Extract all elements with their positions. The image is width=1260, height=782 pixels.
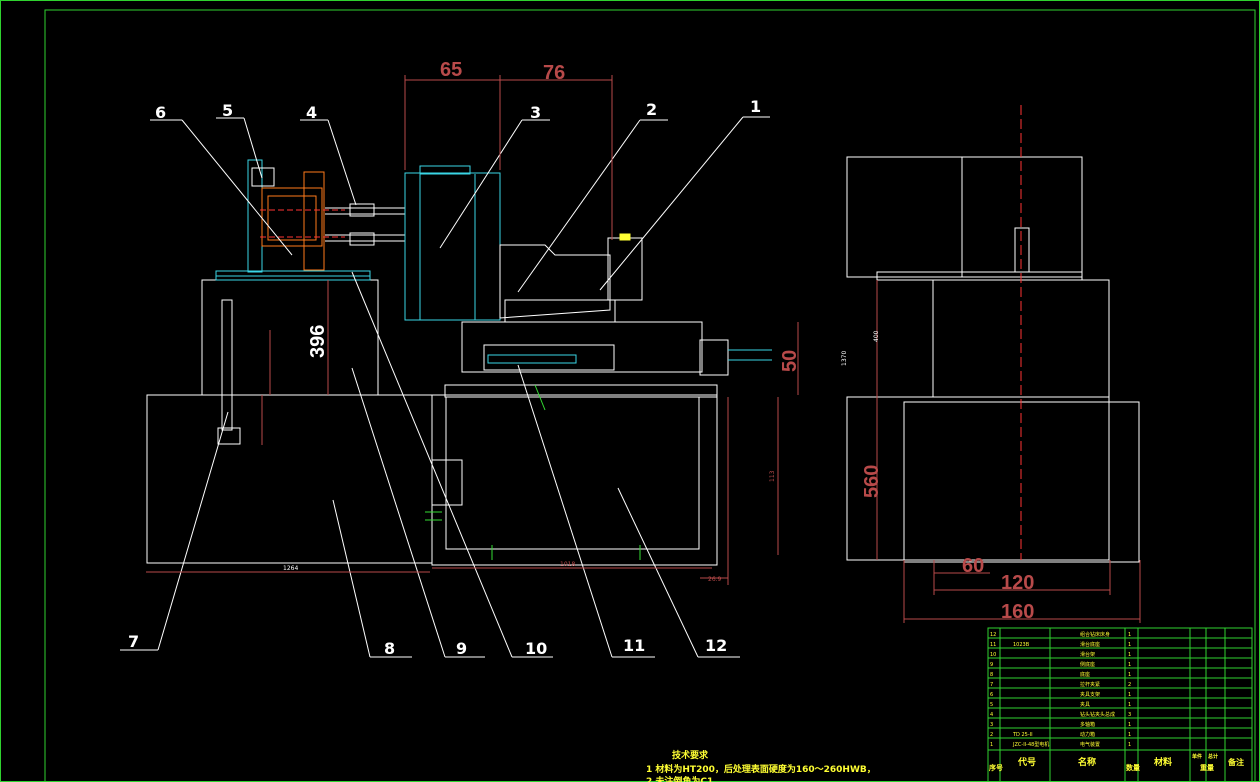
tech-requirements-title: 技术要求: [672, 751, 709, 761]
bom-row-name: 滑台架: [1080, 651, 1095, 658]
bom-row-no: 11: [990, 642, 996, 648]
bom-row-no: 1: [990, 742, 993, 748]
bom-header-weight: 重量: [1200, 763, 1214, 772]
side-small-text: 400 1370: [841, 330, 880, 366]
drawing-border-inner: [44, 9, 1256, 782]
bom-row-name: 拉杆夹紧: [1080, 681, 1100, 688]
bom-row-qty: 1: [1128, 702, 1131, 708]
front-dimension-text: 65 76 50 113 1018 26.9: [440, 59, 801, 583]
bom-row-code: 1023B: [1013, 642, 1030, 648]
bom-row-no: 2: [990, 732, 993, 738]
bom-row-qty: 1: [1128, 652, 1131, 658]
bom-row-no: 10: [990, 652, 996, 658]
bom-header-code: 代号: [1017, 756, 1036, 768]
bom-row-no: 7: [990, 682, 993, 688]
bom-header: 序号 代号 名称 数量 材料 单件 总计 重量 备注: [988, 753, 1244, 772]
balloon-10: 10: [525, 639, 547, 658]
dim-1018: 1018: [560, 561, 575, 568]
bom-row-qty: 1: [1128, 742, 1131, 748]
bom-header-qty: 数量: [1126, 763, 1140, 772]
bom-row-name: 组合钻床床身: [1080, 631, 1110, 638]
dim-120: 120: [1001, 572, 1034, 594]
bom-header-total: 总计: [1208, 753, 1218, 760]
bom-row-name: 底座: [1080, 671, 1090, 678]
bom-row-no: 6: [990, 692, 993, 698]
bom-row-no: 5: [990, 702, 993, 708]
dim-1264: 1264: [283, 565, 298, 572]
bom-row-code: TD 25-II: [1012, 732, 1033, 738]
side-dimensions: [876, 280, 1141, 623]
dim-50: 50: [779, 350, 801, 372]
balloon-6: 6: [155, 103, 166, 122]
bom-row-qty: 1: [1128, 642, 1131, 648]
dim-1370: 1370: [841, 351, 848, 366]
bom-row-name: 侧底座: [1080, 661, 1095, 668]
bom-row-no: 8: [990, 672, 993, 678]
dim-560: 560: [861, 465, 883, 498]
bom-row-no: 12: [990, 632, 996, 638]
bom-row-no: 4: [990, 712, 993, 718]
tech-requirement-2: 2 未注倒角为C1: [646, 777, 714, 782]
bom-row-qty: 1: [1128, 732, 1131, 738]
bom-row-qty: 1: [1128, 692, 1131, 698]
bom-header-name: 名称: [1078, 756, 1096, 768]
bom-row-name: 滑台底座: [1080, 641, 1100, 648]
dim-400: 400: [873, 330, 880, 342]
dim-76: 76: [543, 62, 565, 84]
balloon-12: 12: [705, 636, 727, 655]
bom-row-qty: 1: [1128, 672, 1131, 678]
bom-row-qty: 1: [1128, 662, 1131, 668]
bom-row-qty: 2: [1128, 682, 1131, 688]
bom-row-name: 夹具: [1080, 701, 1090, 708]
balloon-5: 5: [222, 101, 233, 120]
bom-row-name: 夹具支架: [1080, 691, 1100, 698]
bom-table: [987, 627, 1253, 782]
dim-269: 26.9: [708, 576, 722, 583]
dim-160: 160: [1001, 601, 1034, 623]
side-view: [846, 105, 1140, 563]
white-dimension-text: 396 1264: [283, 325, 329, 572]
bom-row-name: 动力箱: [1080, 731, 1095, 738]
tech-requirement-1: 1 材料为HT200，后处理表面硬度为160～260HWB，: [646, 765, 876, 775]
front-dimensions: [146, 75, 799, 585]
bom-row-no: 3: [990, 722, 993, 728]
side-dimension-text: 560 60 120 160: [861, 465, 1034, 623]
dim-65: 65: [440, 59, 462, 81]
balloon-7: 7: [128, 632, 139, 651]
balloon-4: 4: [306, 103, 317, 122]
bom-row-name: 电气装置: [1080, 741, 1100, 748]
front-view: [146, 159, 772, 566]
dim-60: 60: [962, 555, 984, 577]
bom-row-name: 多轴箱: [1080, 721, 1095, 728]
bom-header-note: 备注: [1227, 757, 1244, 767]
balloon-11: 11: [623, 636, 645, 655]
balloon-labels: 1 2 3 4 5 6 7 8 9 10 11 12: [128, 97, 761, 658]
balloon-3: 3: [530, 103, 541, 122]
leader-lines: [120, 116, 770, 658]
bom-row-qty: 3: [1128, 712, 1131, 718]
balloon-1: 1: [750, 97, 761, 116]
bom-header-material: 材料: [1153, 756, 1172, 768]
bom-header-no: 序号: [988, 763, 1003, 772]
bom-row-no: 9: [990, 662, 993, 668]
balloon-8: 8: [384, 639, 395, 658]
bom-row-name: 钻头钻夹头总成: [1080, 711, 1115, 718]
bom-row-code: JZC-II-48型电机: [1012, 741, 1049, 748]
dim-113: 113: [769, 470, 776, 482]
balloon-9: 9: [456, 639, 467, 658]
bom-row-qty: 1: [1128, 632, 1131, 638]
balloon-2: 2: [646, 100, 657, 119]
dim-396: 396: [307, 325, 329, 358]
bom-row-qty: 1: [1128, 722, 1131, 728]
bom-header-single: 单件: [1192, 753, 1202, 760]
